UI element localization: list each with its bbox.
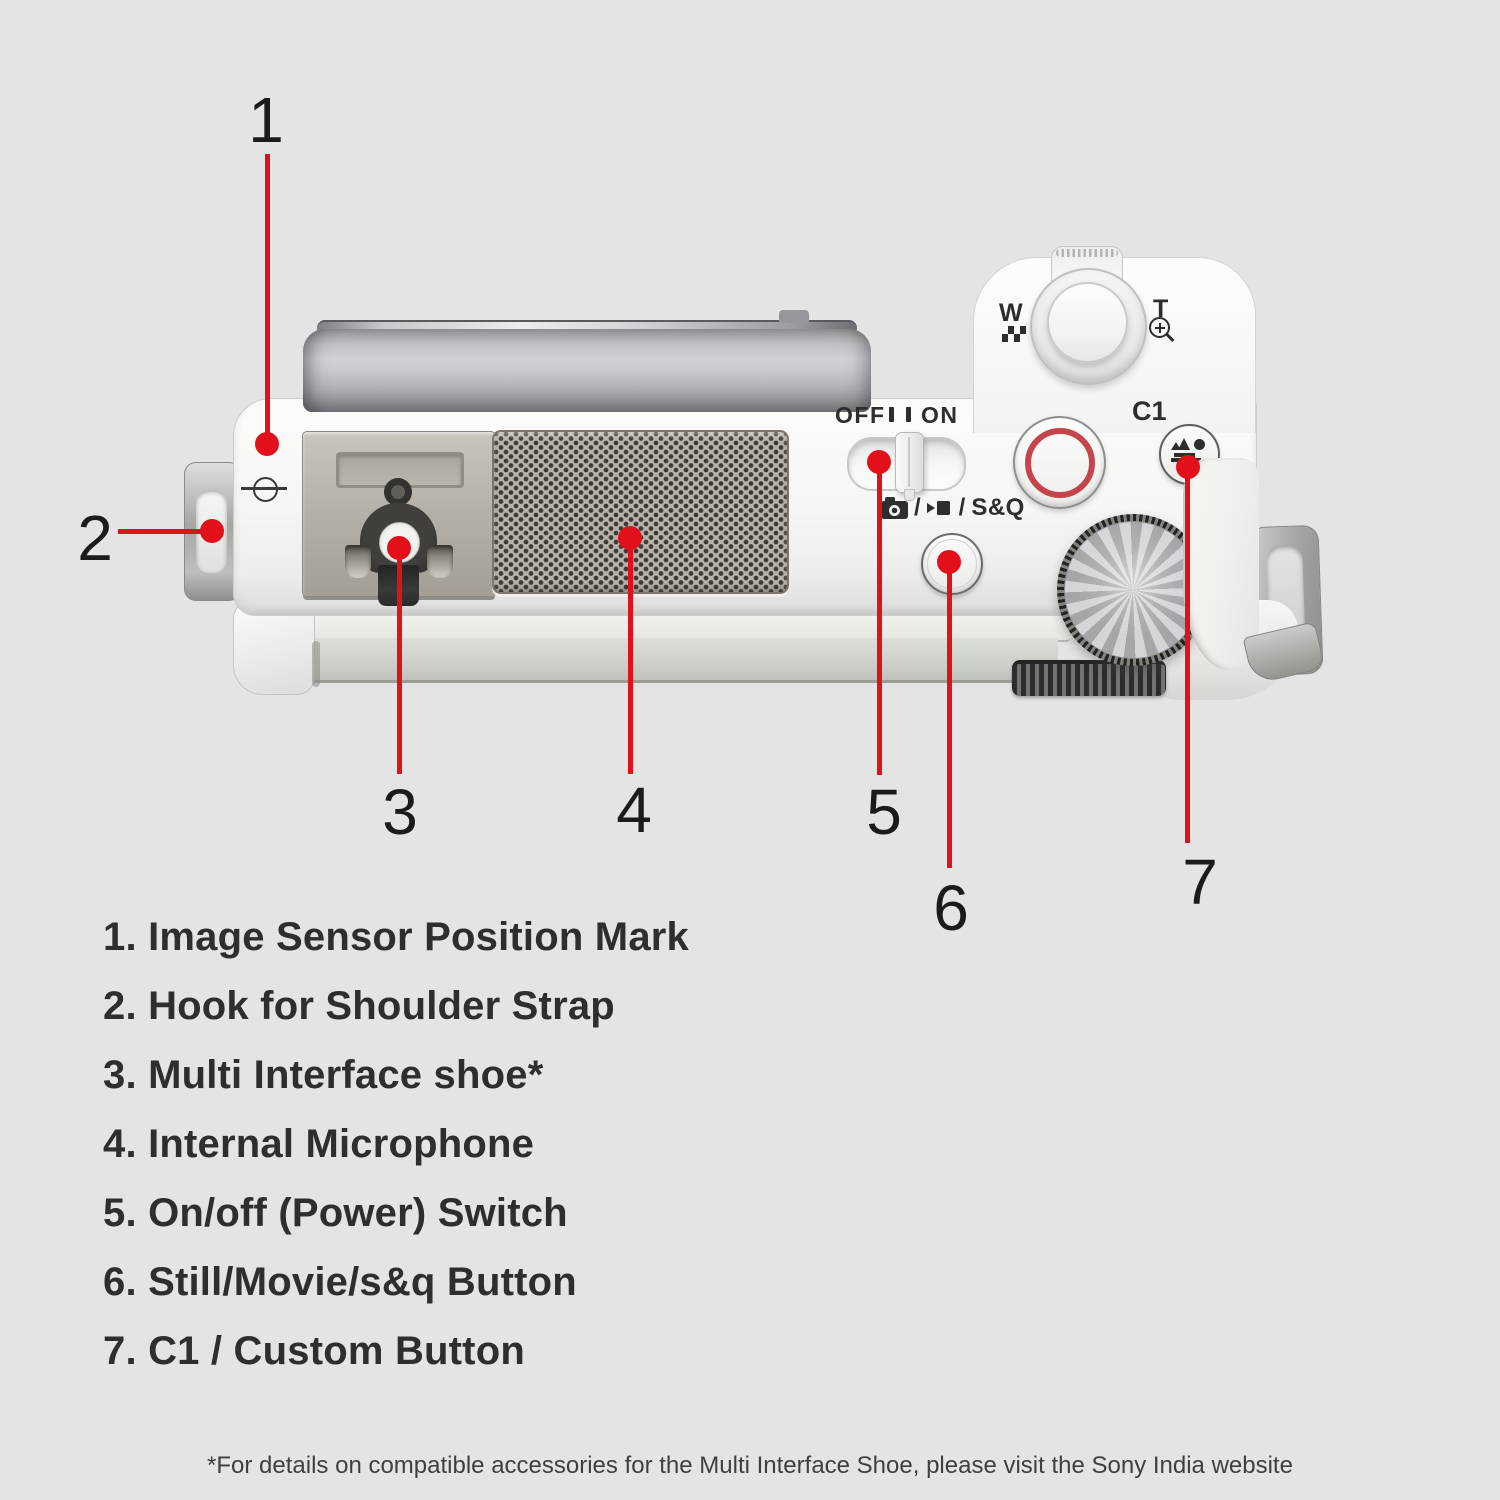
image-sensor-position-icon bbox=[241, 476, 287, 502]
shutter-zoom-button bbox=[1047, 282, 1128, 363]
record-button bbox=[1013, 416, 1106, 509]
legend-item-2: 2. Hook for Shoulder Strap bbox=[103, 984, 615, 1028]
callout-number-3: 3 bbox=[382, 776, 418, 848]
footnote: *For details on compatible accessories f… bbox=[207, 1452, 1293, 1479]
grip-edge-overlay bbox=[1183, 458, 1259, 670]
callout-dot-7 bbox=[1176, 455, 1200, 479]
callout-number-2: 2 bbox=[77, 502, 113, 574]
callout-line-1 bbox=[265, 154, 270, 444]
callout-line-2 bbox=[118, 529, 212, 534]
still-movie-sq-button bbox=[921, 533, 983, 595]
callout-line-4 bbox=[628, 538, 633, 774]
power-switch-knob bbox=[895, 432, 924, 501]
legend-item-3: 3. Multi Interface shoe* bbox=[103, 1053, 544, 1097]
shoe-notch-right bbox=[427, 545, 453, 578]
power-off-label: OFF bbox=[835, 402, 886, 428]
callout-dot-4 bbox=[618, 526, 642, 550]
flip-screen-edge bbox=[252, 638, 1058, 683]
shoe-lock-ring bbox=[384, 478, 412, 506]
callout-number-5: 5 bbox=[866, 776, 902, 848]
power-switch-tick-marks bbox=[889, 407, 911, 422]
mode-separator: / bbox=[914, 494, 921, 521]
callout-line-3 bbox=[397, 548, 402, 774]
zoom-tele-label: T bbox=[1153, 295, 1169, 323]
c1-label: C1 bbox=[1132, 396, 1167, 426]
wide-index-icon bbox=[1002, 326, 1026, 342]
still-mode-icon bbox=[881, 497, 908, 519]
tele-magnifier-icon bbox=[1146, 317, 1178, 349]
movie-mode-icon bbox=[926, 500, 953, 516]
zoom-wide-label: W bbox=[999, 299, 1023, 327]
callout-line-7 bbox=[1185, 467, 1190, 843]
lens-barrel bbox=[303, 310, 871, 412]
callout-number-4: 4 bbox=[616, 774, 652, 846]
legend-item-4: 4. Internal Microphone bbox=[103, 1122, 535, 1166]
legend-item-1: 1. Image Sensor Position Mark bbox=[103, 915, 689, 959]
sq-mode-label: S&Q bbox=[971, 494, 1025, 521]
callout-number-1: 1 bbox=[248, 84, 284, 156]
callout-line-6 bbox=[947, 562, 952, 868]
record-ring bbox=[1024, 427, 1095, 498]
internal-microphone-grille bbox=[492, 430, 789, 594]
power-on-label: ON bbox=[921, 402, 959, 428]
rear-dial-teeth bbox=[1012, 660, 1166, 696]
callout-dot-6 bbox=[937, 550, 961, 574]
mode-separator: / bbox=[958, 494, 966, 521]
callout-number-6: 6 bbox=[933, 872, 969, 944]
legend-item-5: 5. On/off (Power) Switch bbox=[103, 1191, 568, 1235]
shoe-notch-left bbox=[345, 545, 371, 578]
callout-number-7: 7 bbox=[1182, 846, 1218, 918]
legend-item-6: 6. Still/Movie/s&q Button bbox=[103, 1260, 577, 1304]
callout-dot-5 bbox=[867, 450, 891, 474]
callout-dot-1 bbox=[255, 432, 279, 456]
callout-line-5 bbox=[877, 462, 882, 775]
callout-dot-2 bbox=[200, 519, 224, 543]
legend-item-7: 7. C1 / Custom Button bbox=[103, 1329, 525, 1373]
feature-legend: 1. Image Sensor Position Mark 2. Hook fo… bbox=[103, 903, 689, 1386]
callout-dot-3 bbox=[387, 536, 411, 560]
mode-label: / / S&Q bbox=[881, 494, 1025, 521]
